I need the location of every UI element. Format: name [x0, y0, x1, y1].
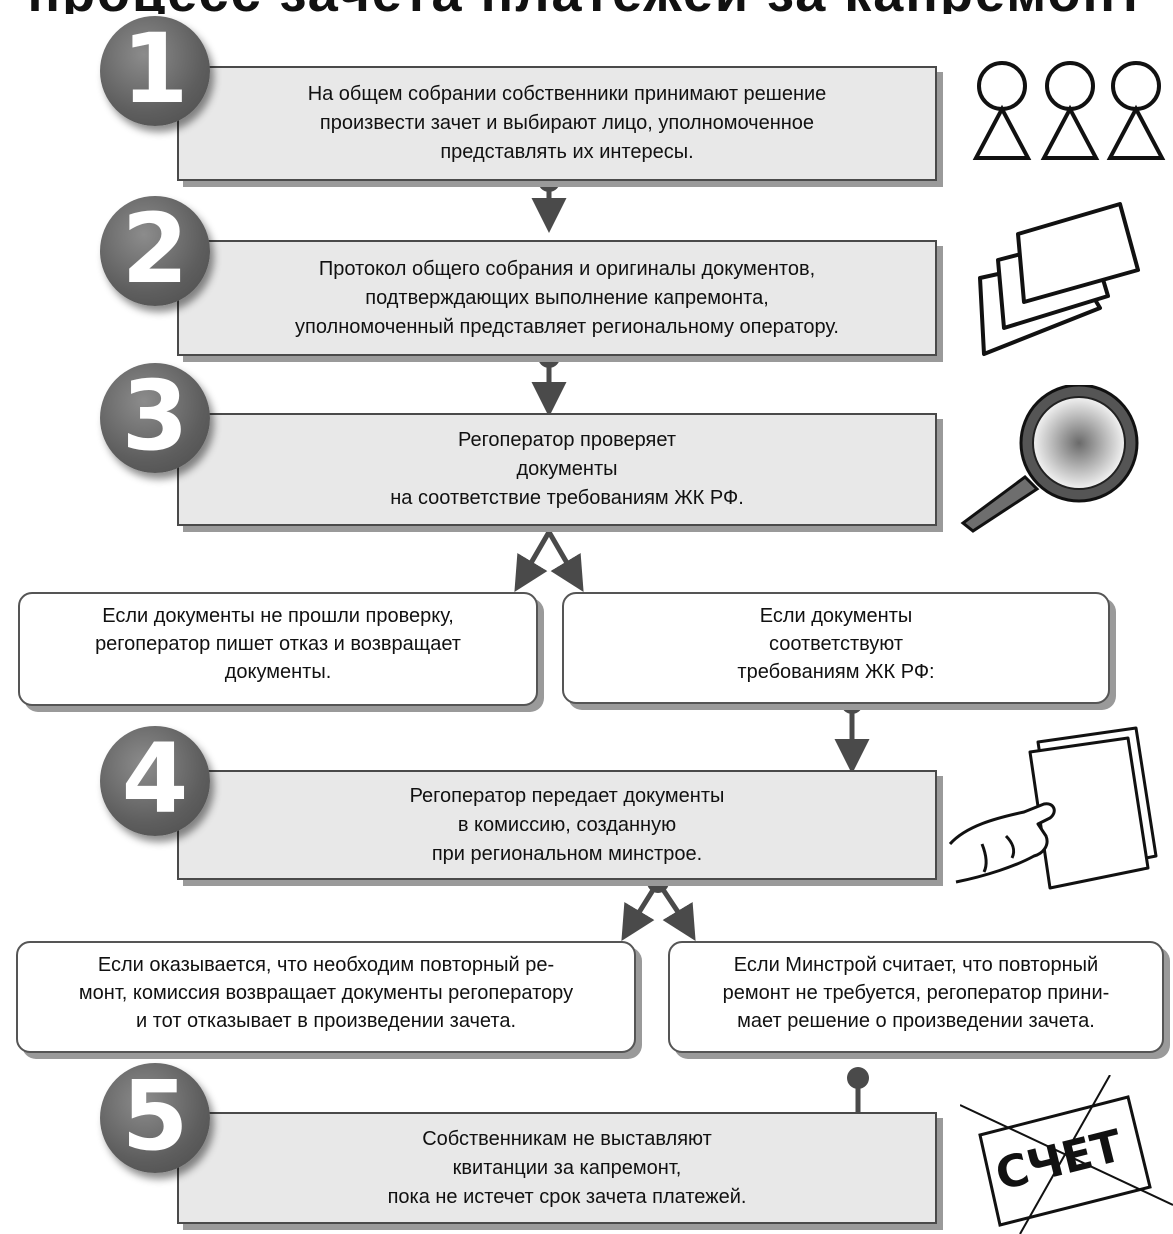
- step-3-text: Регоператор проверяет документы на соотв…: [390, 429, 744, 509]
- step-2-text: Протокол общего собрания и оригиналы док…: [295, 257, 839, 338]
- step-1-box: На общем собрании собственники принимают…: [177, 66, 937, 181]
- branch-repair-not-needed-text: Если Минстрой считает, что повторный рем…: [722, 954, 1110, 1032]
- people-icon: [972, 61, 1166, 160]
- step-5-number-badge: 5: [100, 1063, 210, 1173]
- step-3-number: 3: [121, 360, 189, 472]
- step-1-number: 1: [121, 13, 189, 125]
- branch-check-failed: Если документы не прошли проверку, регоп…: [18, 592, 538, 706]
- step-2-box: Протокол общего собрания и оригиналы док…: [177, 240, 937, 356]
- hand-holding-papers-icon: [948, 726, 1158, 890]
- step-5-number: 5: [121, 1060, 189, 1172]
- magnifier-icon: [960, 385, 1139, 533]
- step-1-number-badge: 1: [100, 16, 210, 126]
- step-3-box: Регоператор проверяет документы на соотв…: [177, 413, 937, 526]
- bill-icon: СЧЕТ: [960, 1075, 1173, 1234]
- step-4-number-badge: 4: [100, 726, 210, 836]
- branch-repair-needed: Если оказывается, что необходим повторны…: [16, 941, 636, 1053]
- branch-repair-needed-text: Если оказывается, что необходим повторны…: [78, 954, 574, 1032]
- branch-repair-not-needed: Если Минстрой считает, что повторный рем…: [668, 941, 1164, 1053]
- step-2-number: 2: [121, 193, 189, 305]
- arrow-dot: [847, 1067, 869, 1089]
- branch-check-failed-text: Если документы не прошли проверку, регоп…: [95, 605, 461, 683]
- step-3-number-badge: 3: [100, 363, 210, 473]
- step-4-number: 4: [121, 723, 189, 835]
- step-5-text: Собственникам не выставляют квитанции за…: [387, 1127, 747, 1208]
- documents-icon: [978, 202, 1140, 356]
- step-4-text: Регоператор передает документы в комисси…: [409, 784, 725, 865]
- step-1-text: На общем собрании собственники принимают…: [307, 83, 827, 163]
- step-5-box: Собственникам не выставляют квитанции за…: [177, 1112, 937, 1224]
- branch-check-passed-text: Если документы соответствуют требованиям…: [737, 605, 935, 683]
- step-2-number-badge: 2: [100, 196, 210, 306]
- step-4-box: Регоператор передает документы в комисси…: [177, 770, 937, 880]
- arrow-step3-branches: [514, 527, 584, 593]
- page-title: процесс зачета платежей за капремонт: [0, 0, 1173, 14]
- branch-check-passed: Если документы соответствуют требованиям…: [562, 592, 1110, 704]
